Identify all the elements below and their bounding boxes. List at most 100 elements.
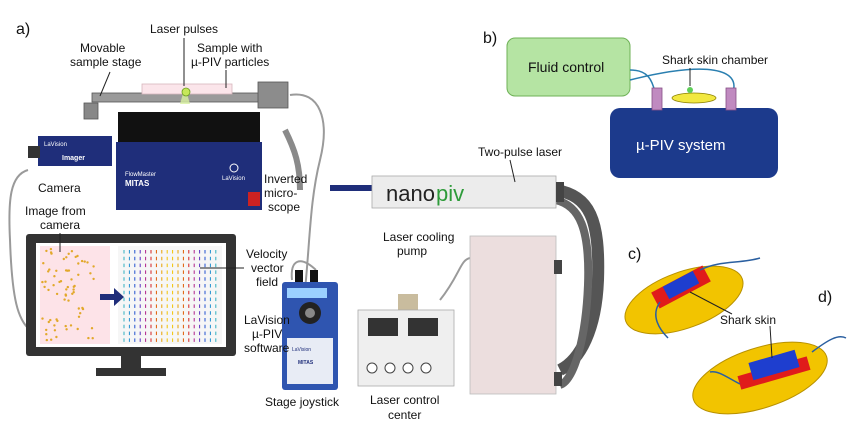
- particle-dot: [79, 312, 82, 315]
- particle-dot: [67, 252, 70, 255]
- tube: [629, 69, 656, 93]
- label-sample-line2: µ-PIV particles: [191, 55, 269, 69]
- particle-dot: [65, 256, 68, 259]
- flowmaster-text: FlowMaster: [125, 172, 156, 178]
- label-shark-chamber: Shark skin chamber: [662, 53, 768, 67]
- camera: LaVision Imager: [28, 136, 112, 166]
- particle-dot: [81, 306, 84, 310]
- particle-dot: [64, 293, 67, 296]
- particle-dot: [69, 324, 73, 327]
- particle-dot: [58, 280, 61, 284]
- label-control-line2: center: [388, 408, 421, 422]
- particle-dot: [73, 284, 76, 288]
- label-shark-skin: Shark skin: [720, 313, 776, 327]
- particle-dot: [92, 265, 95, 268]
- nano-text: nano: [386, 181, 435, 206]
- particle-dot: [47, 288, 50, 292]
- panel-label-c: c): [628, 246, 641, 263]
- fluid-control: Fluid control: [506, 37, 631, 97]
- label-software-line1: LaVision: [244, 313, 290, 327]
- particle-dot: [77, 273, 80, 276]
- particle-dot: [66, 269, 69, 272]
- piv-text: piv: [436, 181, 464, 206]
- particle-dot: [44, 280, 47, 283]
- label-camera: Camera: [38, 181, 81, 195]
- particle-dot: [55, 292, 59, 296]
- camera-model-text: Imager: [62, 155, 85, 162]
- lavision-logo-text: LaVision: [222, 176, 245, 182]
- particle-dot: [74, 255, 77, 259]
- particle-dot: [76, 327, 79, 331]
- shark-skin-sample-d: [692, 336, 847, 415]
- inverted-microscope: FlowMaster MITAS LaVision: [116, 112, 262, 210]
- label-velocity-line1: Velocity: [246, 247, 287, 261]
- particle-dot: [45, 333, 48, 336]
- particle-dot: [83, 260, 86, 263]
- velocity-vectors: [123, 250, 217, 342]
- label-two-pulse-laser: Two-pulse laser: [478, 145, 562, 159]
- particle-dot: [87, 336, 90, 340]
- laser-beam: [180, 90, 190, 104]
- label-velocity-line2: vector: [251, 261, 284, 275]
- label-software-line3: software: [244, 341, 290, 355]
- particle-dot: [92, 277, 95, 281]
- particle-dot: [53, 275, 56, 278]
- particle-dot: [89, 272, 92, 275]
- particle-dot: [49, 247, 53, 251]
- fluid-control-label: Fluid control: [528, 59, 604, 75]
- particle-dot: [47, 320, 50, 324]
- label-stage-joystick: Stage joystick: [265, 395, 340, 409]
- leader-line: [99, 71, 111, 97]
- particle-dot: [48, 268, 51, 271]
- label-image-line2: camera: [40, 218, 80, 232]
- leader-line: [509, 159, 516, 183]
- particle-dot: [70, 250, 74, 253]
- particle-dot: [49, 318, 52, 322]
- particle-dot: [76, 254, 79, 258]
- laser-cooling-pump: [469, 235, 557, 395]
- label-inverted-line3: scope: [268, 200, 300, 214]
- label-cooling-line2: pump: [397, 244, 427, 258]
- laser-control-center: [357, 294, 455, 387]
- panel-label-b: b): [483, 30, 497, 47]
- sample-stage: [83, 81, 289, 120]
- particle-dot: [50, 338, 53, 341]
- pump-port: [554, 372, 562, 386]
- particle-dot: [77, 307, 81, 310]
- piv-system: µ-PIV system: [610, 108, 778, 178]
- shark-skin-chamber: [651, 87, 737, 111]
- particle-dot: [80, 259, 84, 263]
- particle-dot: [45, 249, 48, 253]
- particle-dots: [41, 247, 95, 342]
- tube: [629, 68, 735, 93]
- label-image-line1: Image from: [25, 204, 86, 218]
- laser-spot: [181, 87, 191, 97]
- microscope-red-tag: [248, 192, 260, 206]
- particle-dot: [63, 298, 66, 301]
- particle-dot: [52, 284, 55, 287]
- piv-system-label: µ-PIV system: [636, 137, 726, 154]
- particle-dot: [42, 262, 45, 265]
- panel-label-d: d): [818, 289, 832, 306]
- label-sample-line1: Sample with: [197, 41, 262, 55]
- microscope-cable: [282, 128, 303, 191]
- particle-dot: [86, 261, 89, 264]
- particle-dot: [77, 262, 80, 265]
- particle-dot: [47, 270, 50, 273]
- pump-port: [554, 260, 562, 274]
- joystick-model-text: MITAS: [298, 360, 314, 366]
- particle-dot: [64, 324, 67, 328]
- particle-dot: [53, 324, 56, 327]
- particle-dot: [71, 292, 74, 295]
- particle-dot: [45, 338, 48, 342]
- arrow-icon: [100, 288, 124, 306]
- particle-dot: [66, 285, 70, 289]
- raw-image-panel: [40, 246, 110, 344]
- label-cooling-line1: Laser cooling: [383, 230, 454, 244]
- label-laser-pulses: Laser pulses: [150, 22, 218, 36]
- particle-dot: [49, 251, 53, 254]
- particle-dot: [91, 337, 94, 340]
- particle-dot: [65, 328, 68, 331]
- particle-dot: [55, 318, 58, 321]
